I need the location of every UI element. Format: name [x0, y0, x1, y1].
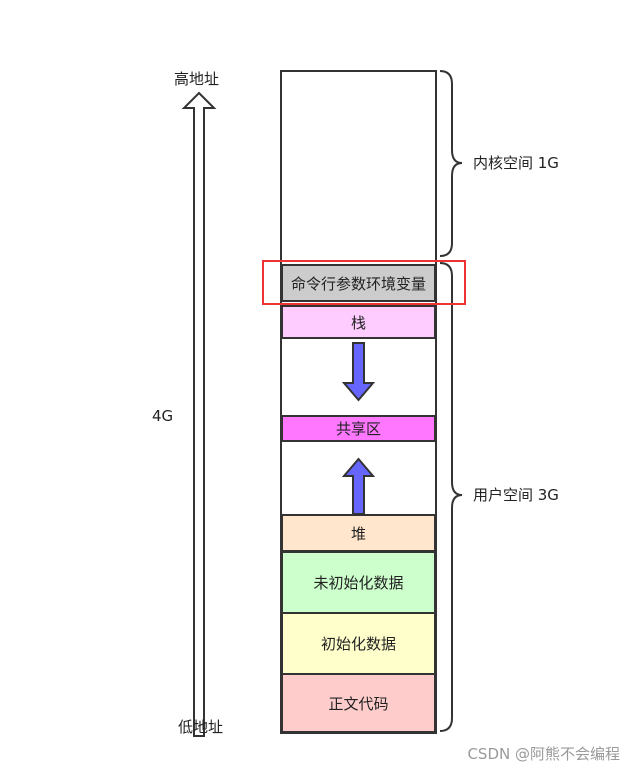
segment-shared-label: 共享区 [335, 420, 381, 438]
segment-text-label: 正文代码 [328, 694, 389, 713]
segment-heap: 堆 [281, 514, 436, 552]
csdn-watermark: CSDN @阿熊不会编程 [467, 745, 620, 763]
address-size-label: 4G [152, 407, 174, 425]
stack-growth-down-arrow [341, 342, 376, 402]
segment-data-label: 初始化数据 [320, 635, 396, 653]
segment-stack-label: 栈 [350, 313, 366, 332]
segment-bss: 未初始化数据 [281, 551, 436, 614]
memory-column-outline [280, 70, 437, 734]
kernel-space-brace [439, 70, 463, 257]
high-address-label: 高地址 [174, 70, 220, 88]
user-space-brace [439, 262, 463, 732]
segment-stack: 栈 [281, 305, 436, 339]
low-address-label: 低地址 [178, 718, 224, 736]
kernel-space-label: 内核空间 1G [473, 154, 559, 172]
address-axis-arrow [181, 91, 217, 737]
segment-env: 命令行参数环境变量 [281, 264, 436, 302]
heap-growth-up-arrow [341, 457, 376, 515]
segment-bss-label: 未初始化数据 [313, 574, 404, 592]
segment-heap-label: 堆 [350, 524, 366, 543]
segment-shared: 共享区 [281, 415, 436, 442]
segment-text: 正文代码 [281, 673, 436, 733]
segment-env-label: 命令行参数环境变量 [290, 274, 426, 293]
segment-data: 初始化数据 [281, 612, 436, 675]
user-space-label: 用户空间 3G [473, 486, 559, 504]
env-highlight-box [262, 260, 466, 305]
